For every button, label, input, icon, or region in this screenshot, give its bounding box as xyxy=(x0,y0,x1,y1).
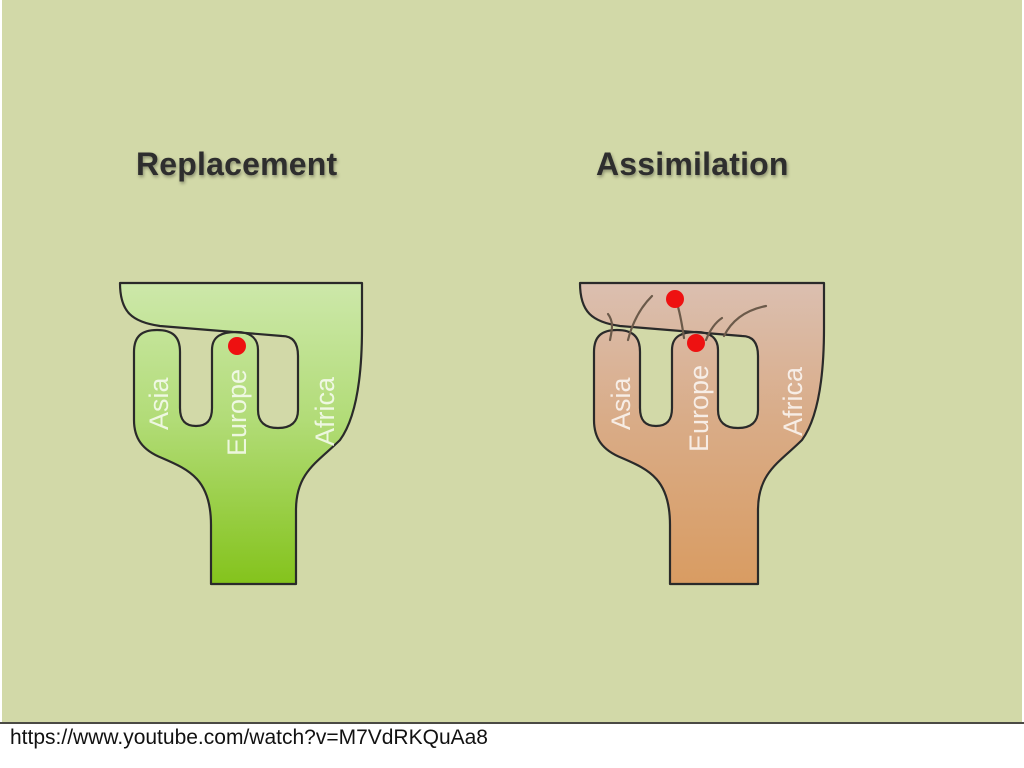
assimilation-tree-shape xyxy=(578,281,826,586)
replacement-tree-shape xyxy=(118,281,364,586)
diagrams-canvas: Asia Europe Africa Asia Europe Africa xyxy=(118,281,826,586)
replacement-europe-label: Europe xyxy=(222,369,252,456)
slide-bottom-border xyxy=(0,722,1024,724)
replacement-origin-marker xyxy=(228,337,246,355)
assimilation-europe-marker xyxy=(687,334,705,352)
assimilation-diagram: Asia Europe Africa xyxy=(578,281,826,586)
gene-flow-line-europe-right xyxy=(704,316,724,342)
gene-flow-lines xyxy=(606,294,768,342)
gene-flow-line-asia-left xyxy=(606,312,614,342)
replacement-title: Replacement xyxy=(136,146,338,182)
replacement-asia-label: Asia xyxy=(144,376,174,430)
assimilation-europe-label: Europe xyxy=(684,365,714,452)
replacement-africa-label: Africa xyxy=(310,376,340,446)
replacement-diagram: Asia Europe Africa xyxy=(118,281,364,586)
gene-flow-line-asia-right xyxy=(626,294,654,342)
assimilation-title: Assimilation xyxy=(596,146,789,182)
assimilation-africa-label: Africa xyxy=(778,366,808,436)
assimilation-ancestral-marker xyxy=(666,290,684,308)
gene-flow-line-africa xyxy=(722,304,768,338)
assimilation-asia-label: Asia xyxy=(606,376,636,430)
source-url-text: https://www.youtube.com/watch?v=M7VdRKQu… xyxy=(10,726,488,749)
